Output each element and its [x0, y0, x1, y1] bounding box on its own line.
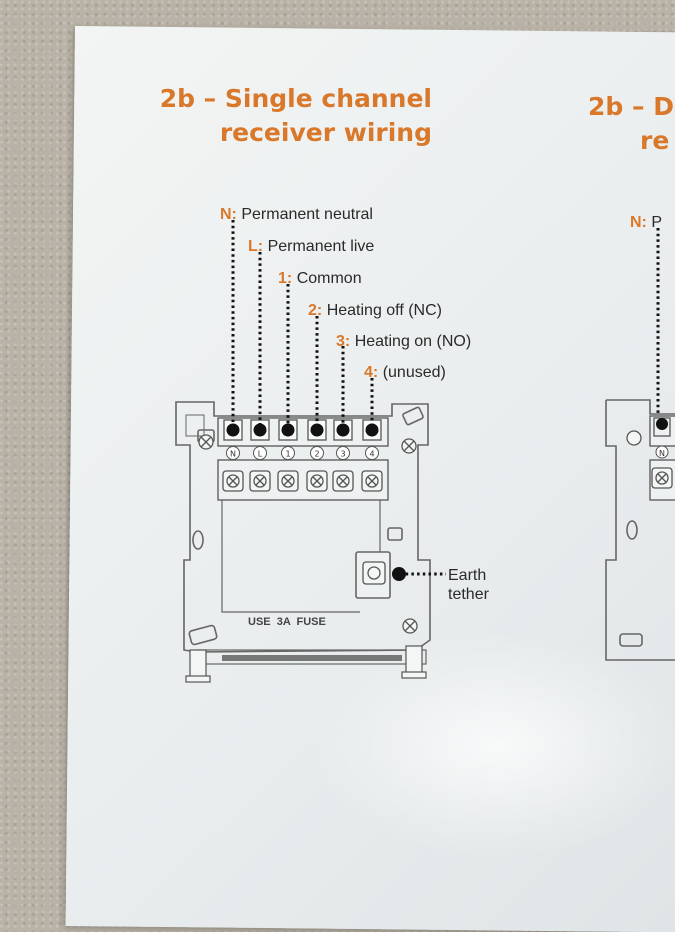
legend-key: N: [220, 206, 237, 223]
legend-desc: Permanent live [267, 238, 375, 255]
legend-desc: Heating on (NO) [354, 333, 472, 350]
terminal-1: 1 [277, 419, 299, 492]
corner-screw-top-right-icon [401, 438, 417, 454]
terminal-marking: 4 [369, 450, 374, 459]
terminal-marking: 2 [314, 450, 319, 459]
terminal-screw-icon [361, 470, 383, 492]
terminal-marking-ring [253, 446, 267, 460]
terminal-marking-ring [365, 446, 379, 460]
terminal-marking-ring [281, 446, 295, 460]
right-terminal-n: N [651, 417, 673, 489]
terminal-marking: N [230, 450, 236, 459]
legend-key: 1: [278, 270, 293, 287]
legend-common: 1: Common [278, 270, 362, 288]
earth-tether-label: Earth tether [448, 566, 489, 604]
earth-label-line-2: tether [448, 586, 489, 603]
wire-entry-dot [253, 423, 267, 437]
section-title: 2b – Single channel receiver wiring [140, 82, 432, 150]
fuse-marking: USE 3A FUSE [248, 616, 326, 628]
right-title-line-2: re [640, 126, 670, 155]
legend-heating-on: 3: Heating on (NO) [336, 333, 471, 351]
terminal-3: 3 [332, 419, 354, 492]
wiring-diagram: N L 1 2 3 4 USE 3A FUSE N [175, 220, 675, 683]
legend-key: L: [248, 238, 264, 255]
right-terminal-marking: N [659, 449, 665, 458]
terminal-marking-ring [226, 446, 240, 460]
right-legend-neutral: N: P [630, 214, 662, 232]
legend-desc: (unused) [382, 364, 446, 381]
terminal-row: N L 1 2 3 4 [222, 419, 383, 492]
terminal-4: 4 [361, 419, 383, 492]
corner-screw-bottom-right-icon [402, 618, 418, 634]
terminal-marking: L [258, 450, 263, 459]
right-receiver-backplate [605, 399, 675, 661]
terminal-screw-icon [332, 470, 354, 492]
wire-entry-dot [310, 423, 324, 437]
terminal-marking: 3 [340, 450, 345, 459]
right-title-line-1: 2b – D [588, 92, 674, 121]
terminal-screw-icon [249, 470, 271, 492]
legend-neutral: N: Permanent neutral [220, 206, 373, 224]
corner-screw-top-left-icon [198, 434, 214, 450]
legend-desc: Permanent neutral [241, 206, 373, 223]
terminal-marking-ring [310, 446, 324, 460]
terminal-screw-icon [277, 470, 299, 492]
legend-key: 4: [364, 364, 379, 381]
terminal-screw-icon [222, 470, 244, 492]
earth-label-line-1: Earth [448, 567, 487, 584]
earth-tether-screw-icon [362, 561, 406, 585]
terminal-marking-ring [336, 446, 350, 460]
wire-entry-dot [281, 423, 295, 437]
terminal-block [217, 417, 389, 501]
title-line-2: receiver wiring [219, 118, 432, 147]
legend-live: L: Permanent live [248, 238, 374, 256]
terminal-marking: 1 [285, 450, 290, 459]
legend-key: 2: [308, 302, 323, 319]
legend-unused: 4: (unused) [364, 364, 446, 382]
wire-entry-dot [226, 423, 240, 437]
title-line-1: 2b – Single channel [159, 84, 432, 113]
terminal-n: N [222, 419, 244, 492]
terminal-l: L [249, 419, 271, 492]
bottom-bolt-right-icon [401, 645, 427, 679]
terminal-2: 2 [306, 419, 328, 492]
legend-key: 3: [336, 333, 351, 350]
wire-entry-dot [365, 423, 379, 437]
legend-desc: P [651, 214, 663, 231]
wire-entry-dot [336, 423, 350, 437]
legend-desc: Common [296, 270, 362, 287]
legend-key: N: [630, 214, 647, 231]
leader-lines [231, 220, 660, 576]
legend-desc: Heating off (NC) [326, 302, 442, 319]
terminal-screw-icon [306, 470, 328, 492]
bottom-bolt-left-icon [185, 649, 211, 683]
right-section-title: 2b – D re [588, 90, 675, 158]
legend-heating-off: 2: Heating off (NC) [308, 302, 442, 320]
